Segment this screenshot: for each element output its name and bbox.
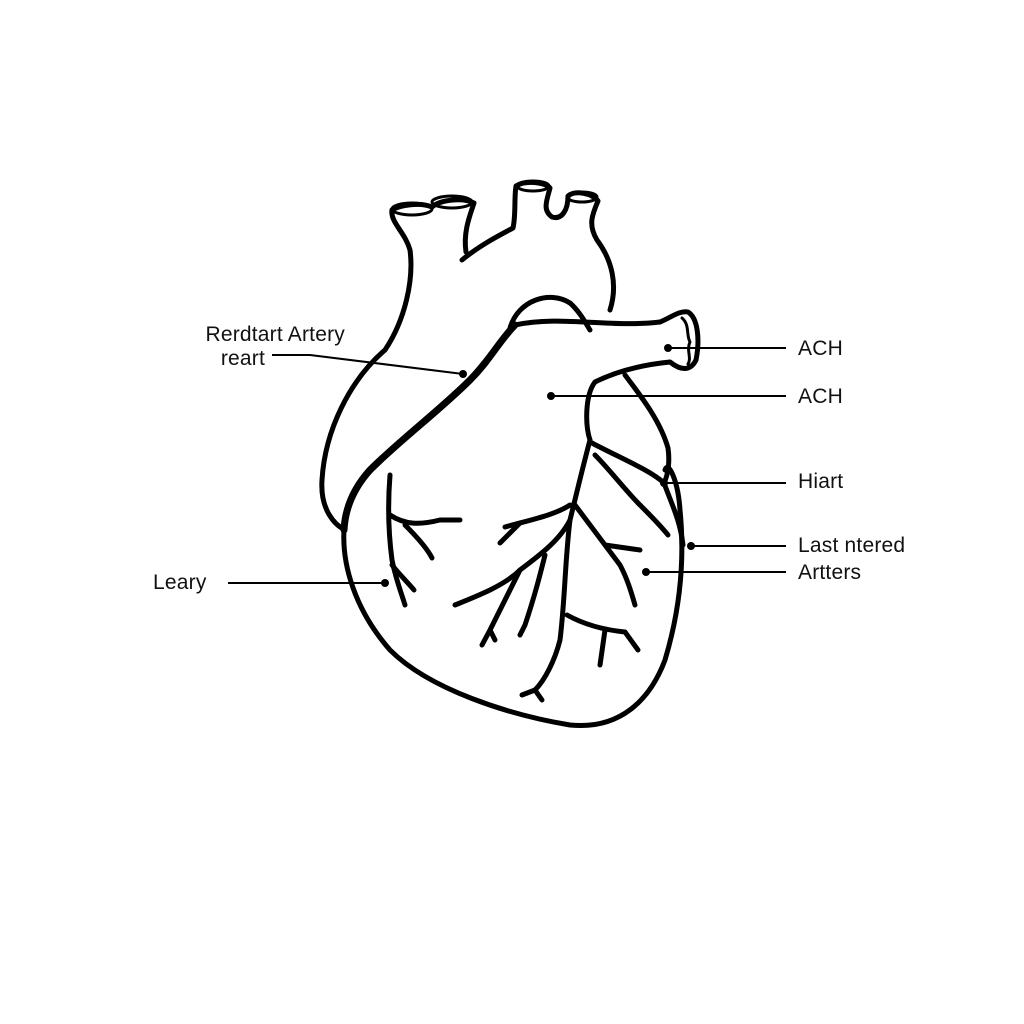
leader-lines: [228, 347, 786, 584]
label-leary: Leary: [153, 571, 207, 594]
label-line: Rerdtart Artery: [205, 323, 345, 346]
leader-dots: [381, 344, 695, 587]
label-rerdtart-artery: Rerdtart Artery reart: [160, 323, 345, 371]
label-artters: Artters: [798, 561, 862, 584]
label-hiart: Hiart: [798, 470, 844, 493]
label-line: reart: [220, 347, 265, 370]
label-ach-1: ACH: [798, 337, 843, 360]
coronary-arteries: [386, 437, 671, 703]
label-ach-2: ACH: [798, 385, 843, 408]
heart-outline: [319, 179, 701, 729]
label-last-ntered: Last ntered: [798, 534, 906, 557]
